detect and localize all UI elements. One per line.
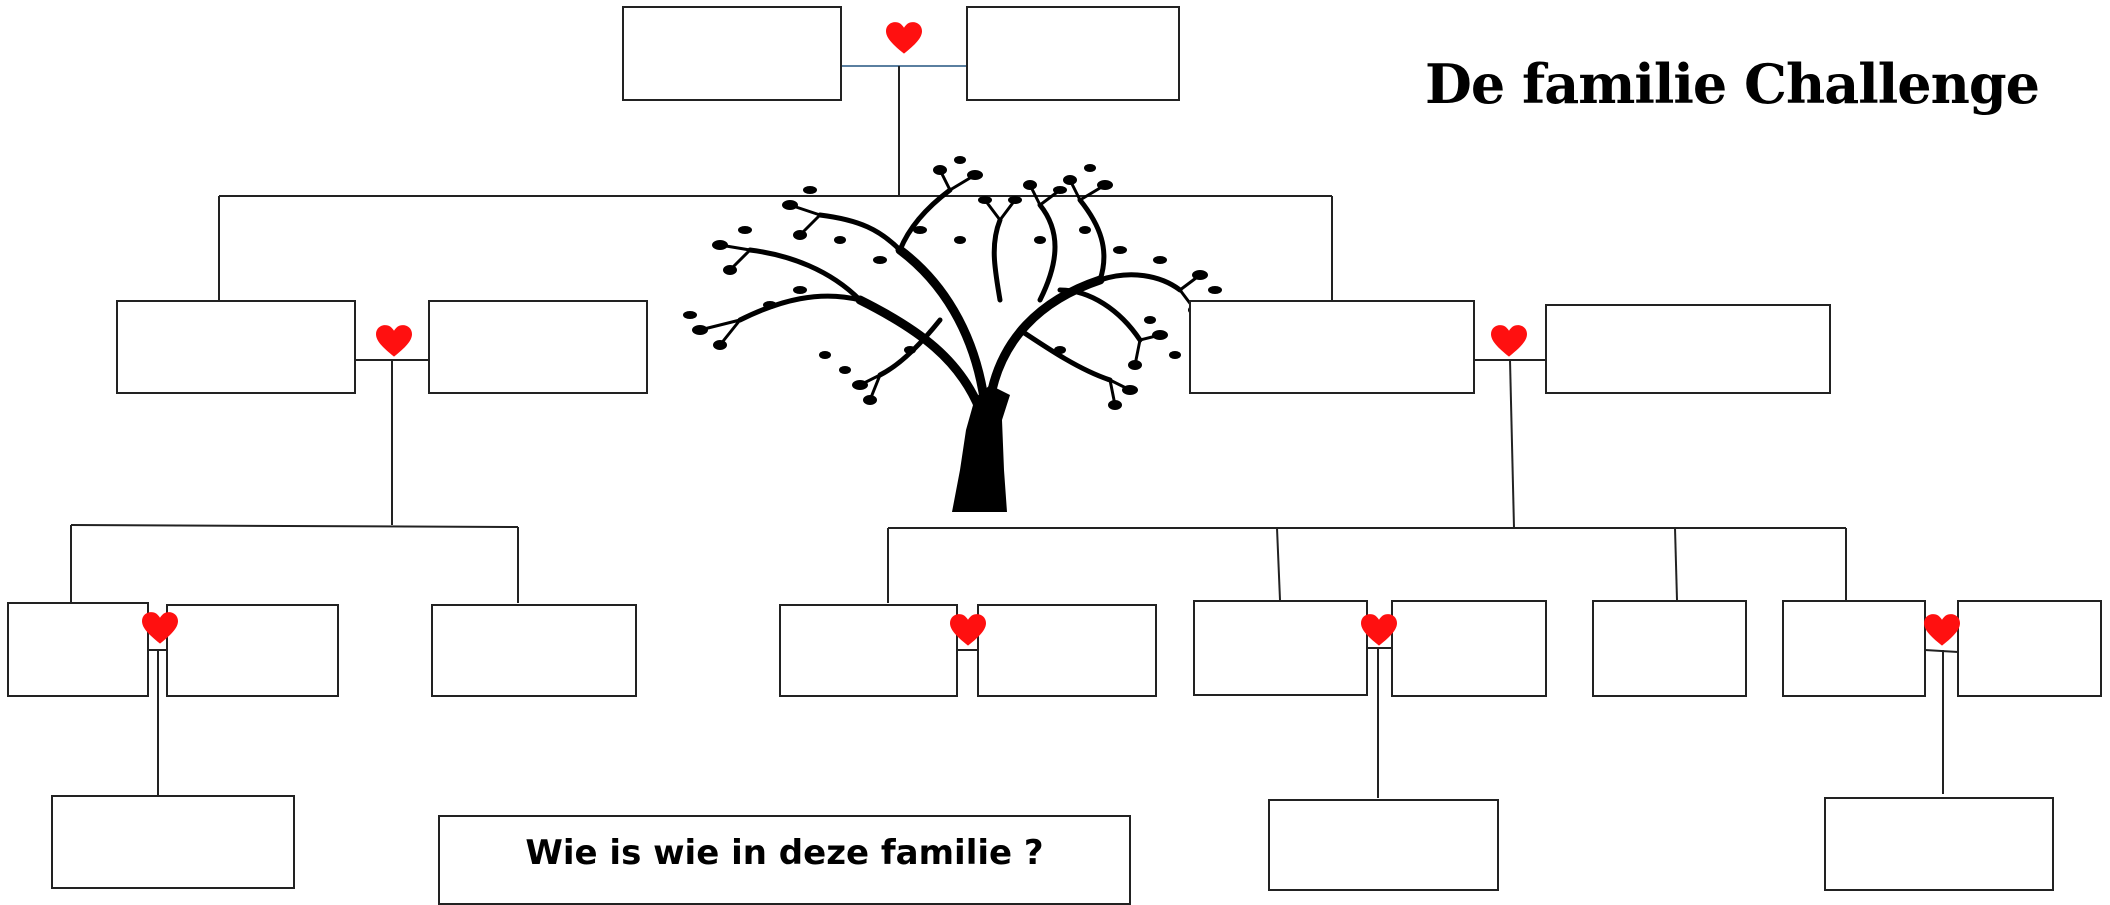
heart-icon bbox=[950, 614, 986, 646]
grandparent-box-left[interactable] bbox=[622, 6, 842, 101]
grandchild-box-1[interactable] bbox=[51, 795, 295, 889]
child-box-6[interactable] bbox=[1193, 600, 1368, 696]
parent-box-left-2[interactable] bbox=[428, 300, 648, 394]
parent-box-right-2[interactable] bbox=[1545, 304, 1831, 394]
heart-icon bbox=[376, 325, 412, 357]
heart-icon bbox=[1361, 614, 1397, 646]
child-box-5[interactable] bbox=[977, 604, 1157, 697]
parent-box-right-1[interactable] bbox=[1189, 300, 1475, 394]
child-box-7[interactable] bbox=[1391, 600, 1547, 697]
child-box-4[interactable] bbox=[779, 604, 958, 697]
grandchild-box-2[interactable] bbox=[1268, 799, 1499, 891]
child-box-8[interactable] bbox=[1592, 600, 1747, 697]
parent-box-left-1[interactable] bbox=[116, 300, 356, 394]
grandparent-box-right[interactable] bbox=[966, 6, 1180, 101]
heart-icon bbox=[142, 612, 178, 644]
tree-silhouette-icon bbox=[683, 156, 1222, 512]
heart-icon bbox=[1491, 325, 1527, 357]
heart-icon bbox=[886, 22, 922, 54]
child-box-1[interactable] bbox=[7, 602, 149, 697]
grandchild-box-3[interactable] bbox=[1824, 797, 2054, 891]
page-title: De familie Challenge bbox=[1425, 52, 2040, 116]
question-text: Wie is wie in deze familie ? bbox=[525, 833, 1044, 873]
child-box-10[interactable] bbox=[1957, 600, 2102, 697]
child-box-2[interactable] bbox=[166, 604, 339, 697]
child-box-3[interactable] bbox=[431, 604, 637, 697]
child-box-9[interactable] bbox=[1782, 600, 1926, 697]
question-box: Wie is wie in deze familie ? bbox=[438, 815, 1131, 905]
heart-icon bbox=[1924, 614, 1960, 646]
connector-lines bbox=[70, 65, 1959, 798]
